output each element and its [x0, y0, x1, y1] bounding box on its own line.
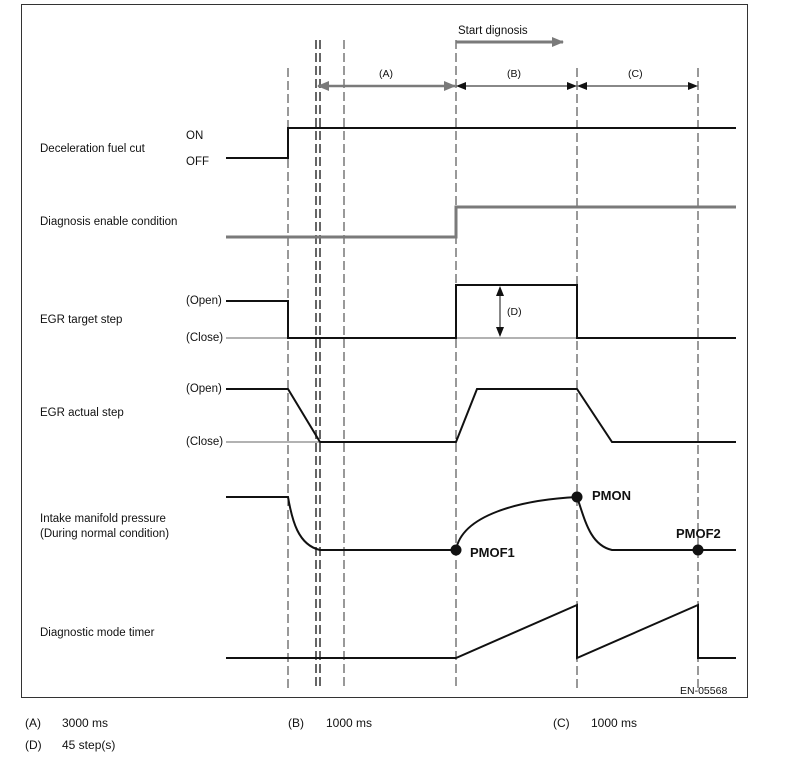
egr-actual-close-label: (Close) — [186, 436, 224, 448]
intake-pressure-trace — [226, 495, 736, 551]
interval-c-label: (C) — [628, 68, 643, 80]
pmof1-label: PMOF1 — [470, 545, 515, 560]
intake-pressure-sublabel: (During normal condition) — [40, 528, 170, 540]
time-markers — [287, 40, 699, 690]
decel-fuel-cut-trace — [226, 127, 736, 159]
diag-enable-trace — [226, 205, 736, 239]
egr-actual-label: EGR actual step — [40, 407, 124, 419]
egr-actual-open-label: (Open) — [186, 383, 222, 395]
pmof1-point — [450, 544, 462, 556]
legend-a-value: 3000 ms — [62, 716, 109, 730]
diagram-frame — [21, 4, 748, 698]
pmon-label: PMON — [592, 488, 631, 503]
egr-target-trace — [226, 284, 736, 339]
decel-off-label: OFF — [186, 156, 209, 168]
legend-a-key: (A) — [25, 716, 41, 730]
figure-code: EN-05568 — [680, 685, 728, 697]
pmof2-label: PMOF2 — [676, 526, 721, 541]
legend-d-value: 45 step(s) — [62, 738, 116, 752]
legend-b-key: (B) — [288, 716, 304, 730]
decel-on-label: ON — [186, 130, 204, 142]
legend-b-value: 1000 ms — [326, 716, 373, 730]
legend-d-key: (D) — [25, 738, 42, 752]
egr-actual-trace — [226, 388, 736, 443]
egr-target-label: EGR target step — [40, 314, 123, 326]
interval-d-label: (D) — [507, 306, 522, 318]
diag-timer-label: Diagnostic mode timer — [40, 627, 155, 639]
legend-c-value: 1000 ms — [591, 716, 638, 730]
legend-c-key: (C) — [553, 716, 570, 730]
diag-enable-label: Diagnosis enable condition — [40, 216, 178, 228]
interval-a-label: (A) — [379, 68, 393, 80]
interval-b-label: (B) — [507, 68, 521, 80]
pmon-point — [571, 491, 583, 503]
decel-fuel-cut-label: Deceleration fuel cut — [40, 143, 145, 155]
egr-target-open-label: (Open) — [186, 295, 222, 307]
start-diagnosis-label: Start dignosis — [458, 25, 528, 37]
pmof2-point — [692, 544, 704, 556]
egr-target-close-label: (Close) — [186, 332, 224, 344]
diag-timer-trace — [226, 603, 736, 660]
intake-pressure-label: Intake manifold pressure — [40, 513, 166, 525]
